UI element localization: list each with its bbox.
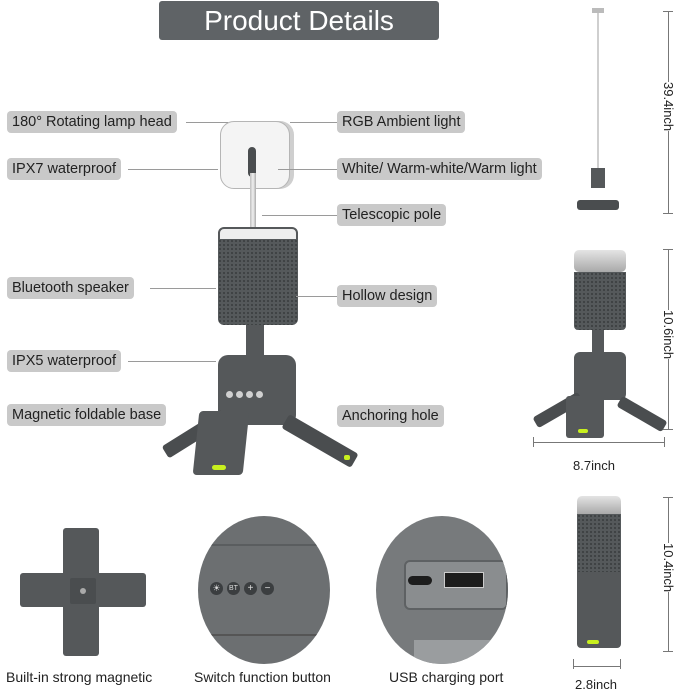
leader-line xyxy=(150,288,216,289)
callout-light-modes: White/ Warm-white/Warm light xyxy=(337,158,542,180)
dim-extended-height: 39.4inch xyxy=(661,82,676,132)
callout-anchoring-hole: Anchoring hole xyxy=(337,405,444,427)
lower-pole xyxy=(246,325,264,361)
anchor-indicator xyxy=(344,455,350,460)
function-buttons-icon: ☀ BT + − xyxy=(198,516,330,664)
leg-indicator xyxy=(212,465,226,470)
dim-tick xyxy=(663,213,673,214)
dim-line-base-width xyxy=(533,442,665,443)
minus-button: − xyxy=(261,582,274,595)
callout-rotating-lamp-head: 180° Rotating lamp head xyxy=(7,111,177,133)
base-buttons xyxy=(226,391,263,398)
bt-button: BT xyxy=(227,582,240,595)
callout-ipx5: IPX5 waterproof xyxy=(7,350,121,372)
callout-rgb-light: RGB Ambient light xyxy=(337,111,466,133)
dim-line-folded-width xyxy=(573,666,621,667)
plus-button: + xyxy=(244,582,257,595)
lamp-hinge xyxy=(248,147,256,177)
callout-ipx7: IPX7 waterproof xyxy=(7,158,121,180)
dim-tick xyxy=(573,659,574,669)
dim-tick xyxy=(663,651,673,652)
page-title: Product Details xyxy=(159,1,439,40)
dim-tick xyxy=(664,437,665,447)
callout-magnetic-base: Magnetic foldable base xyxy=(7,404,167,426)
dim-tick xyxy=(620,659,621,669)
speaker-mesh xyxy=(218,239,298,325)
dim-standing-height: 10.6inch xyxy=(661,310,676,360)
caption-function-button: Switch function button xyxy=(194,669,331,685)
light-button: ☀ xyxy=(210,582,223,595)
caption-usb-port: USB charging port xyxy=(389,669,504,685)
leader-line xyxy=(128,169,218,170)
folded-lamp-illustration xyxy=(577,496,623,648)
dim-tick xyxy=(663,429,673,430)
telescopic-pole xyxy=(250,173,256,243)
extended-lamp-illustration xyxy=(575,8,625,218)
dim-folded-width: 2.8inch xyxy=(575,677,617,692)
callout-bluetooth-speaker: Bluetooth speaker xyxy=(7,277,134,299)
usb-port-icon xyxy=(376,516,508,664)
leader-line xyxy=(278,169,338,170)
callout-telescopic-pole: Telescopic pole xyxy=(337,204,447,226)
dim-folded-height: 10.4inch xyxy=(661,543,676,593)
caption-magnetic: Built-in strong magnetic xyxy=(6,669,153,685)
dim-base-width: 8.7inch xyxy=(573,458,615,473)
leader-line xyxy=(128,361,216,362)
standing-lamp-illustration xyxy=(528,248,668,438)
leader-line xyxy=(186,122,228,123)
leader-line xyxy=(290,122,338,123)
magnetic-base-icon xyxy=(18,528,148,658)
leader-line xyxy=(262,215,338,216)
main-product-illustration xyxy=(150,115,380,475)
callout-hollow-design: Hollow design xyxy=(337,285,438,307)
leader-line xyxy=(296,296,338,297)
